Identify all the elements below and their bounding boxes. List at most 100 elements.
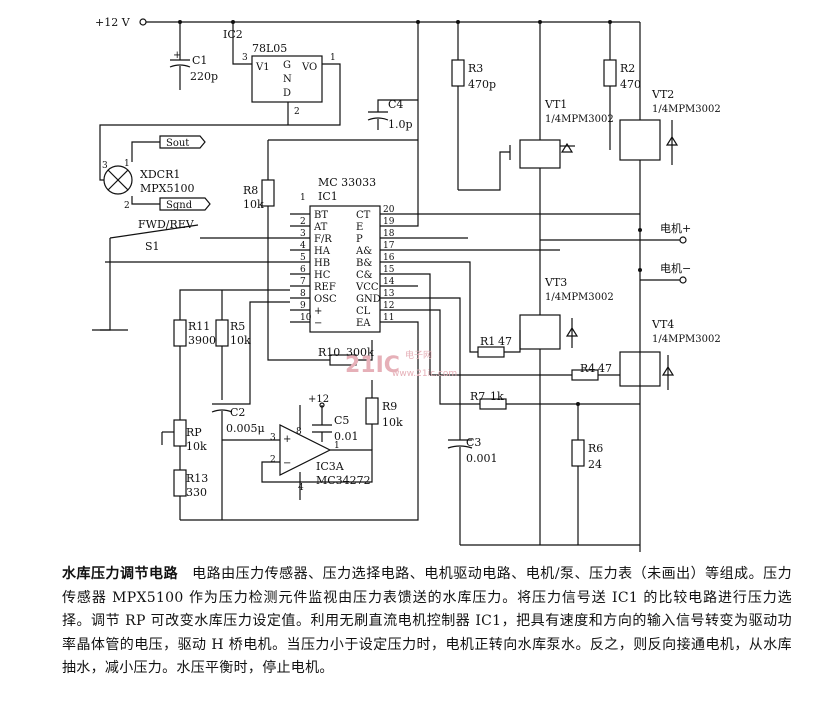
svg-text:0.01: 0.01 [334,430,359,443]
resistor-r13: R13 330 [173,469,208,520]
ic1-right-pin-number: 15 [383,265,395,275]
ic1-right-pin-number: 19 [383,217,395,227]
ic1-left-pin-number: 9 [300,301,306,311]
ic1-right-pin-number: 12 [383,301,394,311]
ic1-left-pin-label: AT [313,222,328,233]
motor-minus-label: 电机− [660,261,691,275]
ic1-left-pin-label: + [314,306,322,317]
ic1-left-pin-label: OSC [314,294,337,305]
svg-text:1k: 1k [490,390,504,403]
svg-text:1/4MPM3002: 1/4MPM3002 [652,334,721,345]
ic1-left-pin-label: HB [314,258,330,269]
svg-text:MPX5100: MPX5100 [140,182,195,195]
ic1-right-wires [400,140,640,440]
svg-text:10k: 10k [186,440,207,453]
ic1-right-pin-number: 13 [383,289,395,299]
switch-s1: FWD/REV S1 [92,218,290,331]
supply-rail: +12 V [95,16,640,29]
svg-text:470: 470 [620,78,641,91]
ic1-left-pin-label: REF [314,282,336,293]
caption: 水库压力调节电路电路由压力传感器、压力选择电路、电机驱动电路、电机/泵、压力表（… [62,563,792,681]
svg-text:1/4MPM3002: 1/4MPM3002 [545,114,614,125]
resistor-r1: R1 47 [469,330,521,358]
svg-text:R11: R11 [188,320,210,333]
svg-text:R1: R1 [480,335,495,348]
capacitor-c1: + C1 220p [169,22,218,90]
ic1-right-pin-number: 17 [383,241,395,251]
svg-text:1/4MPM3002: 1/4MPM3002 [652,104,721,115]
svg-text:R8: R8 [243,184,258,197]
svg-text:330: 330 [186,486,207,499]
svg-text:VT1: VT1 [544,98,567,111]
svg-text:0.001: 0.001 [466,452,498,465]
svg-text:1: 1 [124,159,130,169]
ic1-left-pin-number: 3 [300,229,306,239]
svg-text:R6: R6 [588,442,603,455]
svg-text:D: D [283,88,291,99]
caption-body: 电路由压力传感器、压力选择电路、电机驱动电路、电机/泵、压力表（未画出）等组成。… [62,566,792,676]
svg-text:220p: 220p [190,70,218,83]
svg-text:G: G [283,60,291,71]
svg-text:R5: R5 [230,320,245,333]
resistor-r9: R9 10k [365,380,403,450]
capacitor-c4: C4 1.0p [367,22,419,140]
svg-text:2: 2 [294,107,300,117]
svg-text:2: 2 [124,201,130,211]
ic1-right-pin-label: CL [356,306,371,317]
svg-text:C5: C5 [334,414,349,427]
ground-bus [180,340,641,552]
ic1-left-pin-number: 4 [300,241,306,251]
ic1-left-pin-number: 8 [300,289,306,299]
ic1-right-pin-number: 20 [383,205,395,215]
supply-label: +12 V [95,16,131,29]
svg-text:C4: C4 [388,98,403,111]
svg-text:VT3: VT3 [544,276,567,289]
ic1-right-pin-label: C& [356,270,373,281]
ic1-right-pin-number: 14 [383,277,395,287]
svg-text:电子网: 电子网 [405,349,432,361]
svg-text:+: + [283,434,291,445]
svg-text:3: 3 [242,53,248,63]
svg-text:R9: R9 [382,400,397,413]
ic1-left-pin-label: HC [314,270,331,281]
ic1-right-pin-label: E [356,222,363,233]
svg-text:10k: 10k [382,416,403,429]
svg-text:Sgnd: Sgnd [166,200,193,211]
svg-text:S1: S1 [145,240,160,253]
regulator-ic2: IC2 78L05 V1 VO G N D 3 1 2 [99,22,341,150]
svg-text:R3: R3 [468,62,483,75]
svg-text:1: 1 [334,441,340,451]
svg-text:VT2: VT2 [651,88,674,101]
ic1-left-pin-number: 10 [300,313,312,323]
svg-text:470p: 470p [468,78,496,91]
svg-text:10k: 10k [243,198,264,211]
transistor-vt1: VT1 1/4MPM3002 [458,22,614,240]
motor-terminals: 电机+ 电机− [540,221,691,284]
ic1-left-pin-number: 2 [300,217,306,227]
svg-text:XDCR1: XDCR1 [140,168,180,181]
resistor-r3: R3 470p [451,22,496,190]
svg-text:+: + [173,50,181,61]
svg-text:0.005μ: 0.005μ [226,422,265,435]
svg-text:24: 24 [588,458,602,471]
svg-text:R10: R10 [318,346,340,359]
ic1-right-pin-label: CT [356,210,371,221]
svg-text:−: − [283,458,291,469]
svg-text:VT4: VT4 [651,318,674,331]
capacitor-c3: C3 0.001 [447,436,498,545]
resistor-r8: R8 10k [243,139,418,226]
svg-text:MC34272: MC34272 [316,474,371,487]
svg-text:www.21ic.com: www.21ic.com [392,369,457,379]
resistor-r2: R2 470 [603,22,641,150]
svg-text:2: 2 [270,455,276,465]
ic1-left-pin-label: F/R [314,234,332,245]
ic1-left-pin-label: HA [314,246,331,257]
svg-text:10k: 10k [230,334,251,347]
ic1-left-pin-number: 5 [300,253,306,263]
ic1-right-pin-number: 18 [383,229,395,239]
svg-text:R7: R7 [470,390,485,403]
potentiometer-rp: RP 10k [161,419,207,470]
svg-text:N: N [283,74,292,85]
svg-text:IC1: IC1 [318,190,338,203]
